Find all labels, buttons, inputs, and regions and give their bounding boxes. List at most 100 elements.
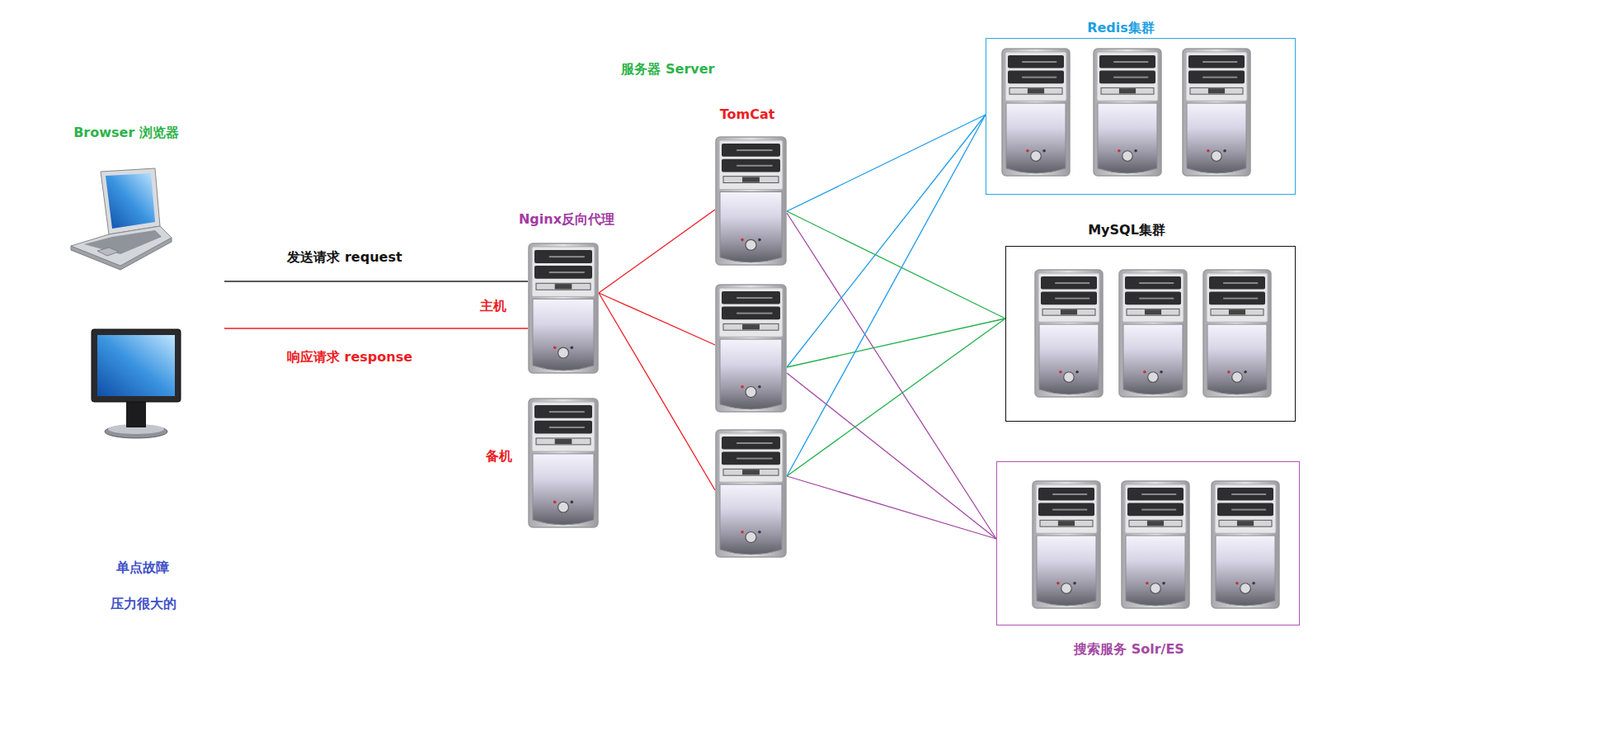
server-front bbox=[720, 338, 782, 410]
monitor-screen bbox=[97, 334, 175, 396]
drive-bay bbox=[1127, 503, 1184, 517]
cd-slot bbox=[1040, 519, 1093, 527]
tomcat-server bbox=[715, 428, 787, 558]
power-button bbox=[1063, 371, 1075, 383]
proxy-server: Nginx反向代理主机 bbox=[527, 242, 599, 374]
power-led bbox=[1117, 149, 1121, 153]
disk-led bbox=[1223, 149, 1227, 153]
server-icon bbox=[1210, 480, 1280, 609]
note-label: 服务器 Server bbox=[619, 61, 716, 77]
power-led bbox=[1056, 581, 1060, 585]
drive-bay bbox=[1217, 487, 1274, 501]
drive-bay bbox=[1038, 487, 1095, 501]
power-button bbox=[1150, 583, 1162, 594]
server-top-panel bbox=[1214, 484, 1276, 533]
cd-button bbox=[1228, 309, 1246, 315]
connector-line bbox=[786, 318, 1006, 368]
node-heading: Browser 浏览器 bbox=[71, 124, 181, 141]
drive-bay bbox=[721, 291, 781, 305]
drive-bay bbox=[721, 143, 781, 157]
cd-button bbox=[1147, 520, 1164, 526]
server-front bbox=[1123, 324, 1183, 395]
cd-button bbox=[742, 324, 760, 330]
power-led bbox=[553, 500, 557, 504]
drive-slot bbox=[1138, 282, 1174, 284]
cd-slot bbox=[1042, 308, 1096, 316]
cd-slot bbox=[1210, 308, 1264, 316]
cd-slot bbox=[723, 176, 779, 184]
disk-led bbox=[1134, 149, 1138, 153]
drive-slot bbox=[736, 442, 773, 444]
drive-slot bbox=[1231, 508, 1266, 511]
server-icon bbox=[1092, 47, 1163, 177]
drive-slot bbox=[1138, 297, 1174, 300]
disk-led bbox=[1072, 581, 1077, 585]
drive-bay bbox=[1007, 70, 1064, 85]
cd-slot bbox=[1218, 519, 1272, 527]
laptop-icon bbox=[69, 168, 174, 271]
disk-led bbox=[1251, 581, 1256, 585]
power-button bbox=[558, 347, 570, 358]
connector-line bbox=[598, 292, 716, 490]
power-button bbox=[1232, 371, 1243, 383]
power-led bbox=[1235, 581, 1239, 585]
server-case bbox=[1182, 48, 1251, 176]
backup-server: 备机 bbox=[527, 397, 599, 528]
tomcat-server: TomCat bbox=[715, 136, 787, 266]
node-heading: TomCat bbox=[718, 106, 777, 123]
server-icon bbox=[1202, 268, 1272, 398]
node-heading: 备机 bbox=[484, 447, 514, 464]
cd-slot bbox=[723, 323, 779, 330]
power-led bbox=[740, 530, 744, 534]
drive-slot bbox=[1113, 76, 1149, 79]
power-button bbox=[1148, 371, 1159, 383]
drive-bay bbox=[534, 249, 593, 264]
connector-line bbox=[786, 475, 997, 539]
node-heading: Redis集群 bbox=[1085, 19, 1157, 36]
server-front bbox=[720, 192, 782, 263]
connector-line bbox=[598, 292, 716, 345]
power-button bbox=[1240, 583, 1252, 594]
server-case bbox=[1032, 480, 1101, 608]
server-top-panel bbox=[1005, 51, 1067, 101]
power-button bbox=[1061, 583, 1073, 594]
redis-cluster: Redis集群 bbox=[985, 37, 1296, 195]
server-top-panel bbox=[719, 287, 783, 337]
tomcat-server bbox=[715, 283, 787, 413]
drive-slot bbox=[736, 457, 773, 460]
drive-bay bbox=[1124, 276, 1182, 290]
server-case bbox=[1203, 269, 1271, 397]
node-tag: 主机 bbox=[478, 297, 509, 314]
drive-bay bbox=[1188, 55, 1245, 69]
monitor-icon bbox=[86, 326, 186, 441]
connector-line bbox=[786, 114, 986, 212]
disk-led bbox=[757, 238, 762, 242]
connector-line bbox=[224, 327, 528, 329]
laptop-touchpad bbox=[97, 247, 119, 256]
drive-bay bbox=[534, 420, 593, 434]
laptop-base bbox=[70, 225, 172, 266]
cd-button bbox=[555, 438, 573, 444]
server-top-panel bbox=[719, 140, 783, 190]
drive-bay bbox=[1099, 70, 1156, 85]
power-button bbox=[1122, 150, 1134, 162]
server-case bbox=[1119, 269, 1187, 397]
drive-bay bbox=[1007, 55, 1064, 69]
cd-slot bbox=[1190, 87, 1243, 95]
server-icon bbox=[1001, 47, 1071, 177]
cd-button bbox=[1144, 309, 1162, 315]
cd-slot bbox=[536, 282, 591, 290]
server-icon bbox=[1120, 480, 1191, 609]
power-led bbox=[1058, 370, 1063, 374]
server-top-panel bbox=[531, 246, 595, 297]
server-icon bbox=[715, 136, 787, 266]
server-front bbox=[1039, 324, 1099, 395]
power-button bbox=[1030, 150, 1042, 162]
drive-slot bbox=[549, 271, 585, 273]
drive-slot bbox=[736, 312, 773, 315]
server-case bbox=[715, 136, 786, 265]
drive-slot bbox=[736, 296, 773, 299]
